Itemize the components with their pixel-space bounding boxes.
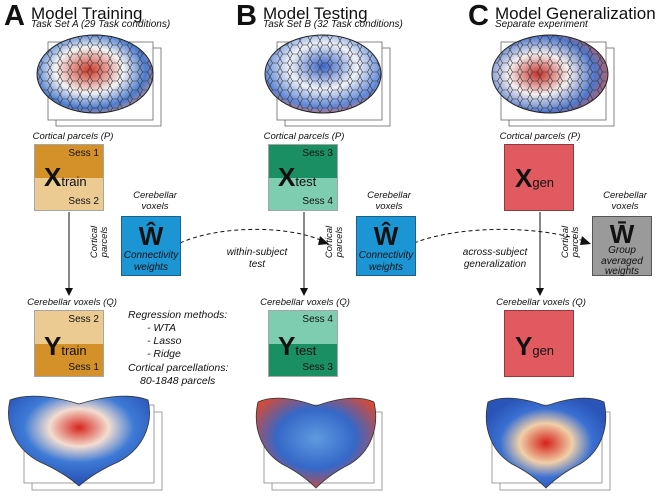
connectivity-weights-label-a: Connectivity weights — [123, 250, 179, 273]
label-across-subject-generalization: across-subject generalization — [462, 247, 528, 270]
y-test-top-half — [269, 311, 337, 344]
y-test-sess-top: Sess 4 — [302, 314, 333, 325]
y-train-sess-bottom: Sess 1 — [68, 362, 99, 373]
x-test-bottom-half — [269, 177, 337, 210]
label-cerebellar-voxels-a: Cerebellar voxels — [133, 190, 177, 212]
regression-method-item: - Ridge — [147, 348, 181, 360]
y-test-matrix: Sess 4 Sess 3 Ytest — [268, 310, 338, 377]
y-gen-matrix: Ygen — [504, 310, 574, 377]
cerebellum-map-training — [8, 395, 163, 491]
x-test-subscript: test — [295, 174, 317, 189]
panel-letter-b: B — [236, 0, 257, 32]
group-averaged-weights: W̄ Group averaged weights — [592, 216, 652, 277]
y-train-sess-top: Sess 2 — [68, 314, 99, 325]
group-weights-label: Group averaged weights — [601, 245, 643, 277]
x-gen-symbol: X — [515, 163, 533, 193]
y-test-sess-bottom: Sess 3 — [302, 362, 333, 373]
x-train-sess-bottom: Sess 2 — [68, 196, 99, 207]
panel-title-c: Model Generalization — [495, 4, 656, 23]
y-test-subscript: test — [295, 343, 317, 358]
panel-title-b: Model Testing — [263, 4, 368, 23]
label-cerebellar-voxels-c: Cerebellar voxels — [603, 190, 647, 212]
arrow-test-x-to-y — [300, 212, 308, 296]
connectivity-weights-testing: Ŵ Connectivity weights — [356, 216, 416, 276]
panel-subtitle-b: Task Set B (32 Task conditions) — [263, 19, 403, 30]
x-train-matrix: Sess 1 Sess 2 Xtrain — [34, 144, 104, 211]
arrow-gen-x-to-y — [536, 212, 544, 296]
w-hat-symbol-a: Ŵ — [138, 221, 164, 251]
x-test-sess-bottom: Sess 4 — [302, 196, 333, 207]
y-test-symbol: Y — [278, 331, 296, 361]
parcellations-value: 80-1848 parcels — [140, 375, 216, 387]
x-test-top-half — [269, 145, 337, 178]
connectivity-weights-label-b: Connectivity weights — [358, 250, 414, 273]
y-train-subscript: train — [61, 343, 87, 358]
w-hat-symbol-b: Ŵ — [373, 221, 399, 251]
label-cortical-parcels-c: Cortical parcels (P) — [499, 131, 581, 142]
x-train-subscript: train — [61, 174, 87, 189]
y-gen-symbol: Y — [515, 331, 533, 361]
panel-subtitle-c: Separate experiment — [495, 19, 588, 30]
label-cerebellar-voxels-q-c: Cerebellar voxels (Q) — [496, 297, 586, 308]
label-cortical-parcels-rot-c: Cortical parcels — [560, 225, 582, 259]
label-cortical-parcels-b: Cortical parcels (P) — [263, 131, 345, 142]
y-train-bottom-half — [35, 343, 103, 376]
regression-method-item: - Lasso — [147, 335, 182, 347]
y-gen-subscript: gen — [532, 343, 555, 358]
regression-methods-heading: Regression methods: — [128, 309, 228, 321]
cerebellum-map-generalization — [485, 397, 611, 491]
x-train-top-half — [35, 145, 103, 178]
connectivity-weights-training: Ŵ Connectivity weights — [121, 216, 181, 276]
panel-title-a: Model Training — [31, 4, 143, 23]
y-train-top-half — [35, 311, 103, 344]
label-cortical-parcels-rot-b: Cortical parcels — [324, 225, 346, 259]
arrow-across-subject — [413, 228, 591, 245]
cortex-map-testing — [264, 34, 391, 127]
panel-letter-c: C — [468, 0, 489, 32]
label-cerebellar-voxels-b: Cerebellar voxels — [367, 190, 411, 212]
label-cortical-parcels-rot-a: Cortical parcels — [89, 225, 111, 259]
x-train-symbol: X — [44, 162, 62, 192]
label-cortical-parcels-a: Cortical parcels (P) — [32, 131, 114, 142]
panel-letter-a: A — [4, 0, 25, 32]
x-test-symbol: X — [278, 162, 296, 192]
x-gen-matrix: Xgen — [504, 144, 574, 211]
x-test-sess-top: Sess 3 — [302, 148, 333, 159]
panel-subtitle-a: Task Set A (29 Task conditions) — [31, 19, 171, 30]
label-cerebellar-voxels-q-a: Cerebellar voxels (Q) — [27, 297, 117, 308]
x-train-bottom-half — [35, 177, 103, 210]
label-cerebellar-voxels-q-b: Cerebellar voxels (Q) — [260, 297, 350, 308]
y-train-symbol: Y — [44, 331, 62, 361]
x-test-matrix: Sess 3 Sess 4 Xtest — [268, 144, 338, 211]
label-within-subject-test: within-subject test — [226, 247, 288, 270]
cortex-map-generalization — [491, 34, 615, 127]
parcellations-heading: Cortical parcellations: — [128, 362, 229, 374]
x-gen-subscript: gen — [532, 175, 555, 190]
regression-method-item: - WTA — [147, 322, 176, 334]
x-train-sess-top: Sess 1 — [68, 148, 99, 159]
y-train-matrix: Sess 2 Sess 1 Ytrain — [34, 310, 104, 377]
arrow-within-subject — [179, 228, 329, 245]
cortex-map-training — [36, 34, 162, 127]
cerebellum-map-testing — [255, 397, 383, 491]
y-test-bottom-half — [269, 343, 337, 376]
w-bar-symbol: W̄ — [609, 219, 635, 249]
arrow-train-x-to-y — [65, 212, 73, 296]
